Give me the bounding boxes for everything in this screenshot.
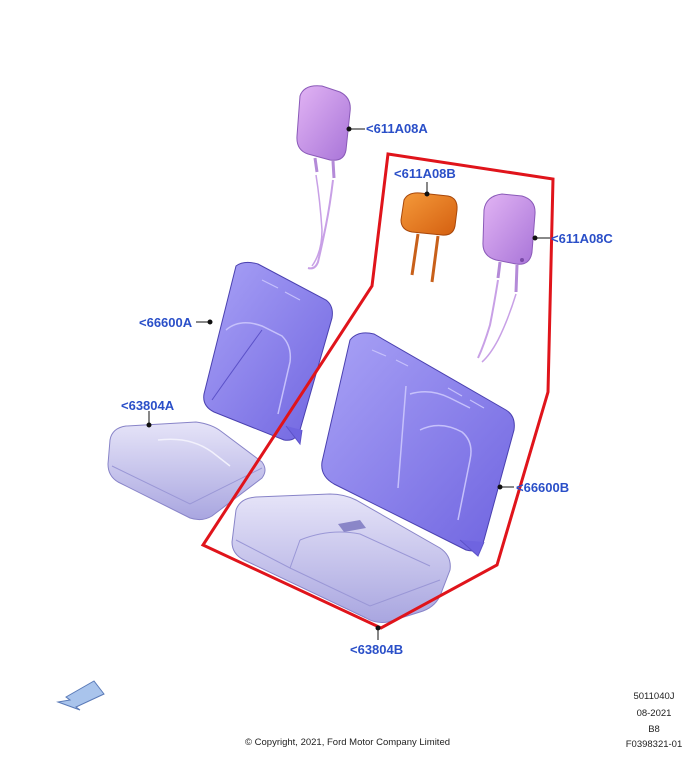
leader-lines bbox=[146, 126, 550, 640]
callout-headrest-a[interactable]: <611A08A bbox=[366, 121, 428, 136]
figure-id: F0398321-01 bbox=[625, 739, 683, 750]
callout-backrest-b[interactable]: <66600B bbox=[516, 480, 570, 495]
headrest-b[interactable] bbox=[400, 192, 458, 283]
backrest-a[interactable] bbox=[203, 261, 333, 446]
callout-headrest-b[interactable]: <611A08B bbox=[394, 166, 456, 181]
diagram-revision: B8 bbox=[648, 724, 660, 735]
diagram-code: 5011040J bbox=[633, 691, 675, 702]
callout-backrest-a[interactable]: <66600A bbox=[139, 315, 193, 330]
direction-arrow-icon bbox=[56, 680, 105, 711]
diagram-date: 08-2021 bbox=[636, 708, 672, 719]
backrest-b[interactable] bbox=[321, 332, 515, 557]
cushion-a[interactable] bbox=[107, 421, 266, 521]
headrest-a[interactable] bbox=[296, 85, 351, 270]
highlight-outline bbox=[200, 152, 555, 630]
callout-headrest-c[interactable]: <611A08C bbox=[551, 231, 613, 246]
headrest-c[interactable] bbox=[477, 193, 536, 363]
callout-cushion-a[interactable]: <63804A bbox=[121, 398, 175, 413]
callout-cushion-b[interactable]: <63804B bbox=[350, 642, 404, 657]
copyright-text: © Copyright, 2021, Ford Motor Company Li… bbox=[245, 737, 451, 748]
